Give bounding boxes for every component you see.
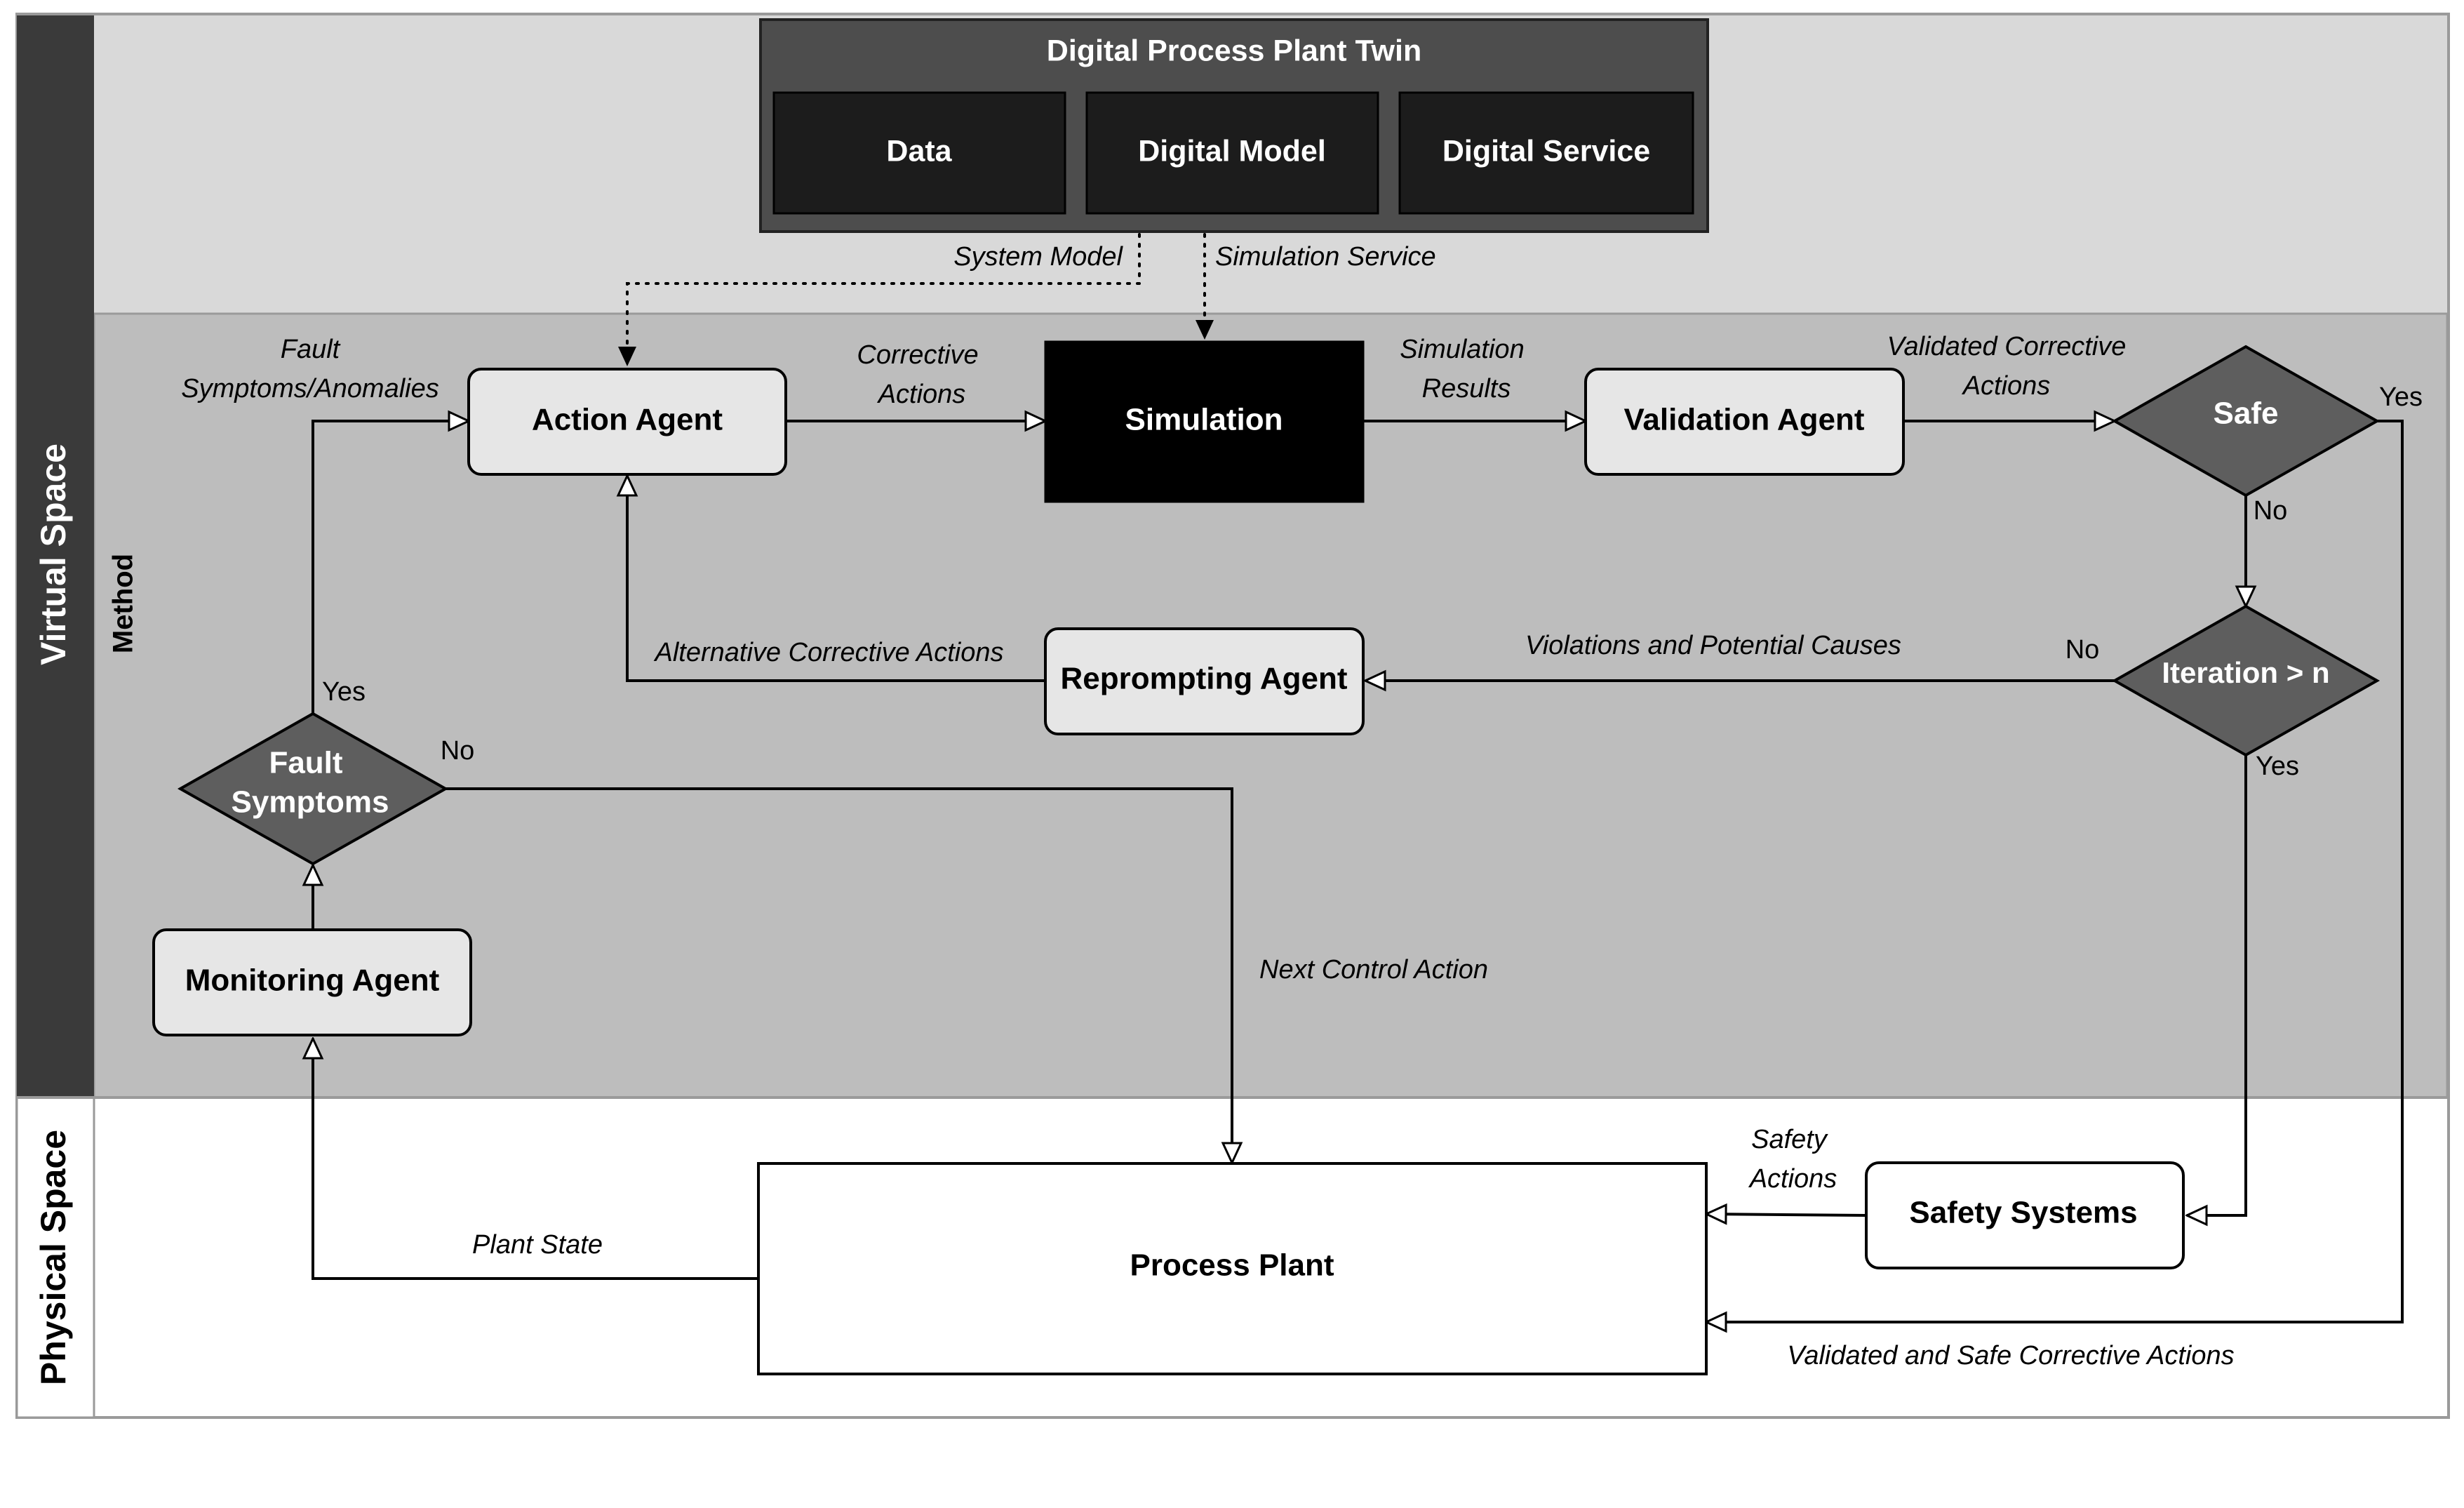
plant-state-connector (313, 1039, 758, 1280)
fault-anomalies-label-line2: Symptoms/Anomalies (181, 374, 438, 403)
system-model-connector (618, 233, 1141, 368)
safety-actions-connector (1706, 1214, 1867, 1215)
iteration-yes-connector (2187, 755, 2247, 1215)
virtual-space-label: Virtual Space (34, 443, 73, 665)
physical-space-lane (15, 1096, 95, 1419)
iteration-decision (2111, 604, 2381, 757)
fault-no-label: No (441, 736, 475, 766)
simulation-results-label-line1: Simulation (1400, 335, 1524, 364)
corrective-actions-label-line1: Corrective (857, 340, 978, 370)
validation-agent-node (1584, 368, 1905, 476)
flow-connectors (312, 420, 2404, 1322)
simulation-node (1044, 340, 1365, 503)
fault-yes-connector (312, 421, 469, 718)
safety-systems-node (1865, 1161, 2185, 1269)
safety-actions-label-line2: Actions (1748, 1164, 1837, 1194)
validated-actions-label-line1: Validated Corrective (1887, 332, 2127, 361)
twin-model-box (1085, 91, 1379, 215)
safety-systems-label: Safety Systems (1909, 1196, 2137, 1230)
fault-anomalies-label-line1: Fault (281, 335, 341, 364)
process-plant-node (757, 1162, 1708, 1375)
alternative-actions-label: Alternative Corrective Actions (653, 638, 1003, 667)
safe-label: Safe (2214, 396, 2279, 431)
validated-safe-actions-label: Validated and Safe Corrective Actions (1787, 1341, 2234, 1370)
simulation-label: Simulation (1125, 403, 1283, 437)
twin-data-box (772, 91, 1066, 215)
action-agent-label: Action Agent (532, 403, 723, 437)
iteration-label: Iteration > n (2162, 656, 2329, 689)
simulation-service-label: Simulation Service (1215, 242, 1436, 272)
safe-yes-connector (1706, 420, 2404, 1322)
corrective-actions-label-line2: Actions (877, 380, 966, 409)
validated-actions-label-line2: Actions (1962, 371, 2051, 401)
safe-no-label: No (2254, 496, 2288, 526)
violations-label: Violations and Potential Causes (1525, 631, 1901, 660)
fault-yes-label: Yes (322, 677, 366, 707)
iteration-yes-label: Yes (2256, 752, 2299, 781)
fault-symptoms-label-line2: Symptoms (232, 785, 389, 820)
method-label: Method (108, 554, 139, 653)
alternative-actions-connector (627, 476, 1045, 682)
action-agent-node (467, 368, 787, 476)
safe-yes-label: Yes (2379, 382, 2423, 412)
validation-agent-label: Validation Agent (1623, 403, 1864, 437)
safety-actions-label-line1: Safety (1751, 1125, 1828, 1154)
fault-symptoms-decision (177, 712, 449, 866)
iteration-no-label: No (2065, 635, 2100, 665)
safe-decision (2111, 345, 2381, 498)
digital-twin-title: Digital Process Plant Twin (1047, 34, 1421, 67)
virtual-space-lane (17, 15, 94, 1097)
system-model-label: System Model (953, 242, 1123, 272)
monitoring-agent-label: Monitoring Agent (185, 963, 440, 998)
simulation-results-label-line2: Results (1422, 374, 1511, 403)
next-control-action-label: Next Control Action (1259, 955, 1488, 985)
twin-model-label: Digital Model (1138, 134, 1326, 168)
monitoring-agent-node (152, 928, 472, 1036)
twin-service-label: Digital Service (1442, 134, 1650, 168)
fault-symptoms-label-line1: Fault (269, 746, 342, 780)
twin-data-label: Data (886, 134, 952, 168)
fault-no-connector (446, 787, 1232, 1163)
process-plant-label: Process Plant (1130, 1248, 1334, 1283)
reprompting-agent-label: Reprompting Agent (1061, 662, 1348, 696)
twin-service-box (1398, 91, 1694, 215)
physical-space-label: Physical Space (34, 1130, 73, 1385)
reprompting-agent-node (1044, 627, 1365, 735)
plant-state-label: Plant State (472, 1230, 603, 1260)
